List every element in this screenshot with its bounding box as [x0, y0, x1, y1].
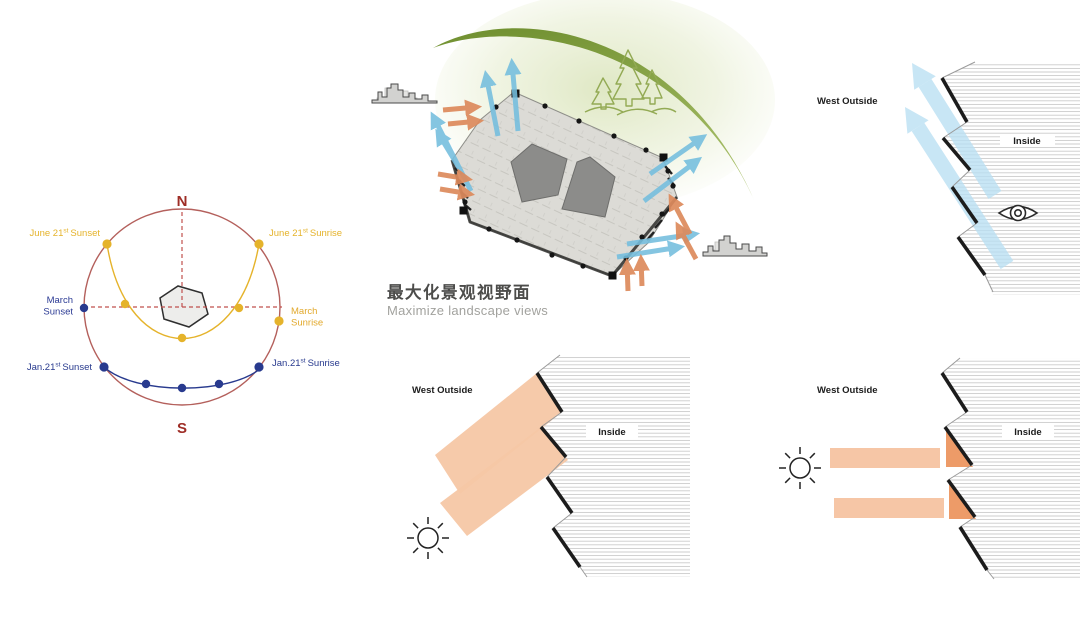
facade-view-diagram: West Outside Inside — [817, 61, 1080, 295]
west-outside-label: West Outside — [817, 385, 878, 396]
winter-sun-dots — [79, 303, 264, 393]
view-arrow-small — [905, 107, 1014, 270]
view-arrow-large — [912, 63, 1002, 199]
eye-icon — [997, 204, 1039, 222]
interior-hatch — [537, 355, 690, 577]
interior-hatch — [942, 358, 1080, 579]
west-outside-label: West Outside — [412, 385, 473, 396]
facade-sun-blocked-diagram: West Outside Inside — [407, 354, 690, 578]
courtyard-west — [510, 143, 568, 203]
caption-english: Maximize landscape views — [387, 302, 549, 318]
facade-thin-lines — [536, 354, 588, 578]
courtyard-east — [561, 156, 616, 218]
facade-sun-redirect-diagram: West Outside Inside — [779, 357, 1080, 580]
facade-thin-lines — [941, 61, 994, 293]
city-skyline-icon-west — [371, 83, 438, 104]
sun-beams — [435, 373, 568, 536]
sunlight-arrows — [437, 99, 699, 292]
inside-label: Inside — [1014, 427, 1041, 438]
facade-thin-lines — [941, 357, 995, 580]
sawtooth-facade — [940, 77, 987, 277]
sun-beams — [830, 448, 944, 518]
west-outside-label: West Outside — [817, 96, 878, 107]
pine-trees-icon — [584, 49, 677, 116]
building-plan-diagram — [371, 0, 775, 292]
sun-icon — [779, 447, 821, 489]
sawtooth-facade — [535, 372, 582, 569]
inside-label-bg — [1002, 425, 1054, 438]
inside-label-bg — [586, 425, 638, 438]
inside-label: Inside — [598, 427, 625, 438]
inside-label: Inside — [1013, 136, 1040, 147]
city-skyline-icon-east — [702, 235, 768, 257]
sawtooth-facade — [940, 372, 989, 571]
north-label: N — [177, 193, 188, 210]
caption-chinese: 最大化景观视野面 — [387, 284, 531, 302]
diagram-caption: 最大化景观视野面 Maximize landscape views — [387, 284, 548, 319]
inside-label-bg — [1000, 134, 1055, 147]
interior-hatch — [942, 62, 1080, 295]
south-label: S — [177, 420, 187, 437]
summer-sun-dots — [102, 239, 284, 343]
sun-icon — [407, 517, 449, 559]
